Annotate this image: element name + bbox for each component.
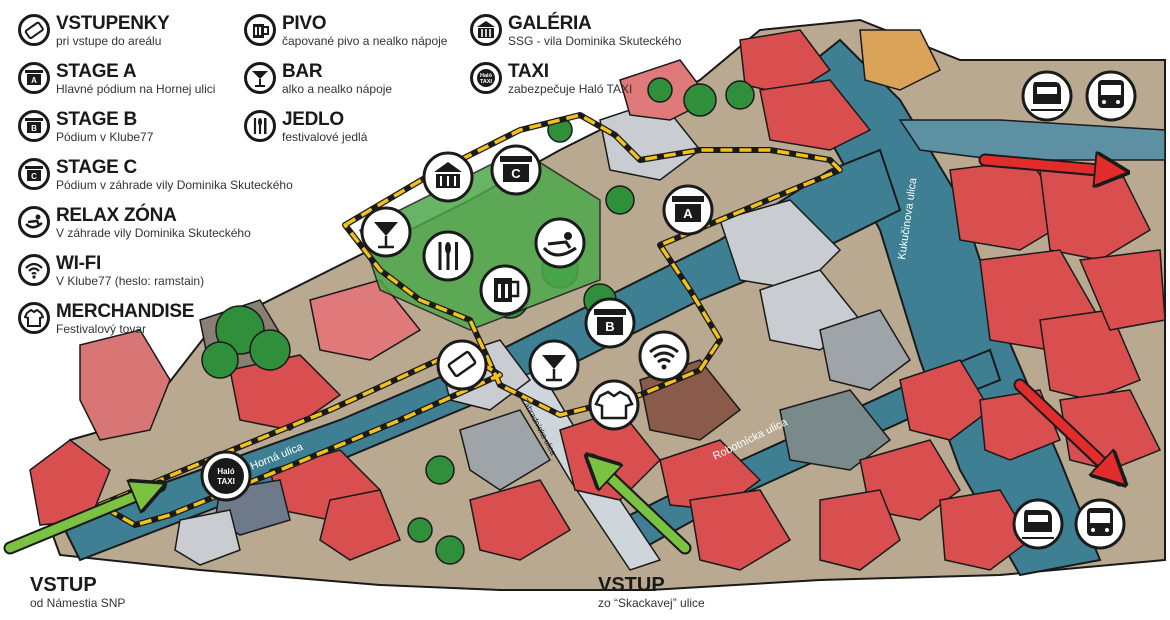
cocktail-icon bbox=[244, 62, 276, 94]
entrance-subtitle: od Námestia SNP bbox=[30, 596, 126, 610]
tshirt-icon bbox=[18, 302, 50, 334]
poi-bar[interactable] bbox=[528, 339, 580, 391]
legend-title: RELAX ZÓNA bbox=[56, 205, 177, 226]
poi-bar[interactable] bbox=[360, 206, 412, 258]
entrance-title: VSTUP bbox=[30, 574, 97, 596]
cutlery-icon bbox=[244, 110, 276, 142]
poi-gallery[interactable] bbox=[422, 151, 474, 203]
poi-merchandise[interactable] bbox=[588, 379, 640, 431]
stage-c-letter: C bbox=[511, 166, 521, 181]
beer-icon bbox=[244, 14, 276, 46]
poi-stage-b[interactable]: B bbox=[584, 297, 636, 349]
legend-desc: Hlavné pódium na Hornej ulici bbox=[56, 82, 216, 96]
legend-desc: pri vstupe do areálu bbox=[56, 34, 162, 48]
gallery-icon bbox=[470, 14, 502, 46]
legend-desc: SSG - vila Dominika Skuteckého bbox=[508, 34, 682, 48]
legend-title: PIVO bbox=[282, 13, 327, 34]
train-icon bbox=[1021, 70, 1073, 122]
stage-a-icon: A bbox=[18, 62, 50, 94]
bus-icon bbox=[1085, 70, 1137, 122]
legend-desc: V Klube77 (heslo: ramstain) bbox=[56, 274, 205, 288]
legend-desc: alko a nealko nápoje bbox=[282, 82, 393, 96]
poi-stage-a[interactable]: A bbox=[662, 184, 714, 236]
legend-title: STAGE A bbox=[56, 61, 137, 82]
stage-b-icon: B bbox=[18, 110, 50, 142]
svg-text:B: B bbox=[31, 124, 37, 133]
legend-title: STAGE C bbox=[56, 157, 137, 178]
street-top-right bbox=[898, 119, 1166, 161]
legend-desc: festivalové jedlá bbox=[282, 130, 368, 144]
taxi-badge-line2: TAXI bbox=[217, 477, 235, 486]
poi-tickets[interactable] bbox=[436, 339, 488, 391]
legend-title: STAGE B bbox=[56, 109, 137, 130]
poi-beer[interactable] bbox=[479, 264, 531, 316]
ticket-icon bbox=[18, 14, 50, 46]
stage-c-icon: C bbox=[18, 158, 50, 190]
legend-desc: čapované pivo a nealko nápoje bbox=[282, 34, 448, 48]
entrance-label-bottom: VSTUP zo “Skackavej” ulice bbox=[598, 574, 705, 610]
legend-title: GALÉRIA bbox=[508, 13, 592, 34]
festival-boundary-dash bbox=[98, 113, 842, 527]
legend-title: VSTUPENKY bbox=[56, 13, 170, 34]
svg-text:A: A bbox=[31, 76, 37, 85]
poi-stage-c[interactable]: C bbox=[490, 144, 542, 196]
legend-title: JEDLO bbox=[282, 109, 344, 130]
legend-title: WI-FI bbox=[56, 253, 101, 274]
legend-desc: Pódium v záhrade vily Dominika Skuteckéh… bbox=[56, 178, 293, 192]
train-icon bbox=[1012, 498, 1064, 550]
buildings bbox=[29, 29, 1166, 571]
stage-b-letter: B bbox=[605, 319, 614, 334]
stage-a-letter: A bbox=[683, 206, 693, 221]
poi-wifi[interactable] bbox=[638, 330, 690, 382]
svg-text:C: C bbox=[31, 172, 37, 181]
svg-text:TAXI: TAXI bbox=[480, 79, 493, 85]
relax-icon bbox=[18, 206, 50, 238]
legend-desc: Pódium v Klube77 bbox=[56, 130, 154, 144]
svg-text:Haló: Haló bbox=[480, 73, 493, 79]
poi-taxi[interactable]: Haló TAXI bbox=[200, 450, 252, 502]
legend-title: MERCHANDISE bbox=[56, 301, 195, 322]
entrance-label-left: VSTUP od Námestia SNP bbox=[30, 574, 125, 610]
legend-title: TAXI bbox=[508, 61, 549, 82]
taxi-badge-line1: Haló bbox=[217, 467, 234, 476]
legend-desc: Festivalový tovar bbox=[56, 322, 147, 336]
poi-food[interactable] bbox=[422, 230, 474, 282]
legend-title: BAR bbox=[282, 61, 323, 82]
bus-icon bbox=[1074, 498, 1126, 550]
entrance-subtitle: zo “Skackavej” ulice bbox=[598, 596, 705, 610]
entrance-title: VSTUP bbox=[598, 574, 665, 596]
trees bbox=[201, 77, 755, 565]
legend-desc: zabezpečuje Haló TAXI bbox=[508, 82, 633, 96]
legend-desc: V záhrade vily Dominika Skuteckého bbox=[56, 226, 251, 240]
poi-relax[interactable] bbox=[534, 217, 586, 269]
wifi-icon bbox=[18, 254, 50, 286]
